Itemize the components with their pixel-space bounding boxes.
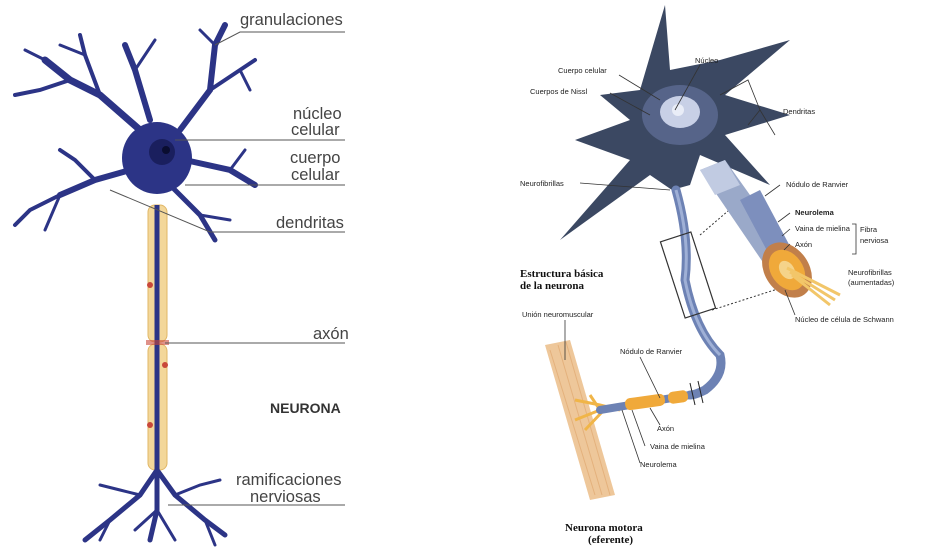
label-cuerpo-celular-line1: cuerpo: [290, 150, 340, 167]
label-nucleo-schwann: Núcleo de célula de Schwann: [795, 315, 894, 324]
label-dendritas-right: Dendritas: [783, 107, 815, 116]
label-estructura-line1: Estructura básica: [520, 268, 603, 280]
label-fibra-line1: Fibra: [860, 225, 877, 234]
label-neurolema-top: Neurolema: [795, 208, 834, 217]
label-cuerpo-celular: Cuerpo celular: [558, 66, 607, 75]
label-cuerpos-nissl: Cuerpos de Nissl: [530, 87, 587, 96]
muscle-fiber: [545, 340, 620, 500]
label-vaina-top: Vaina de mielina: [795, 224, 850, 233]
label-granulaciones: granulaciones: [240, 12, 343, 29]
label-fibra-line2: nerviosa: [860, 236, 888, 245]
label-neurofibrillas-aum-line2: (aumentadas): [848, 278, 894, 287]
bottom-myelin: [624, 393, 665, 410]
left-nucleus: [149, 139, 175, 165]
label-dendritas: dendritas: [276, 215, 344, 232]
left-terminal-branches: [85, 470, 225, 545]
label-ramificaciones-line1: ramificaciones: [236, 472, 341, 489]
label-nucleo: Núcleo: [695, 56, 718, 65]
label-neurona-motora-line1: Neurona motora: [565, 522, 643, 534]
label-neurofibrillas-aum-line1: Neurofibrillas: [848, 268, 892, 277]
label-neurona-motora-line2: (eferente): [588, 534, 633, 546]
label-nodulo-ranvier-top: Nódulo de Ranvier: [786, 180, 848, 189]
right-neuron: [545, 5, 856, 500]
label-estructura-line2: de la neurona: [520, 280, 584, 292]
label-axon-top: Axón: [795, 240, 812, 249]
label-neurona: NEURONA: [270, 400, 341, 416]
label-axon-bottom: Axón: [657, 424, 674, 433]
label-axon: axón: [313, 326, 349, 343]
label-ramificaciones-line2: nerviosas: [250, 489, 321, 506]
label-cuerpo-celular-line2: celular: [291, 167, 340, 184]
label-union-neuromuscular: Unión neuromuscular: [522, 310, 593, 319]
label-nodulo-ranvier-bottom: Nódulo de Ranvier: [620, 347, 682, 356]
label-vaina-bottom: Vaina de mielina: [650, 442, 705, 451]
left-neuron: [15, 25, 345, 545]
label-nucleo-celular-line2: celular: [291, 122, 340, 139]
label-neurofibrillas: Neurofibrillas: [520, 179, 564, 188]
label-neurolema-bottom: Neurolema: [640, 460, 677, 469]
